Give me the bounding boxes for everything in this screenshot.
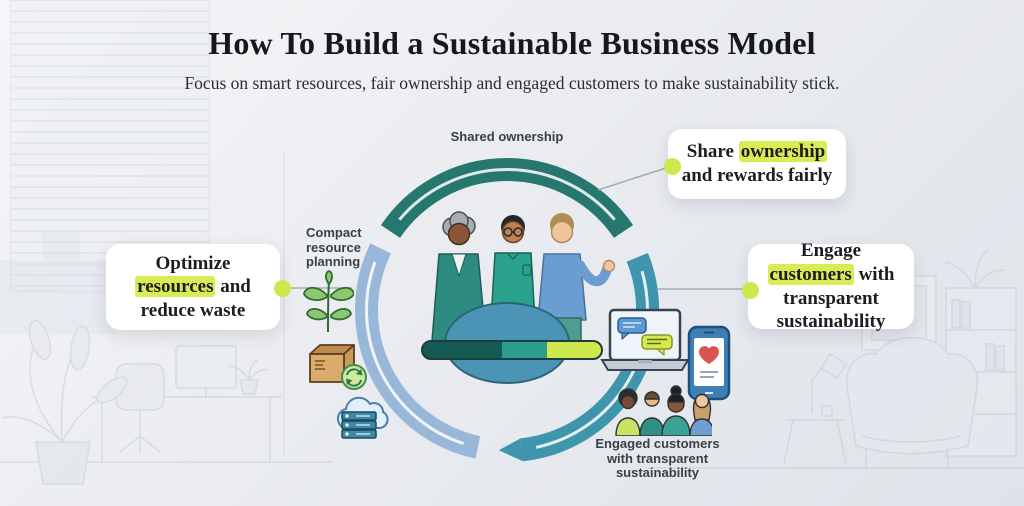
plant-icon [303,270,354,333]
highlighted-word: customers [767,263,854,285]
phone-like-icon [687,325,731,401]
connector-dot [274,280,291,297]
customers-group-icon [615,385,712,436]
progress-bar [421,340,603,360]
share-ownership-callout: Share ownership and rewards fairly [668,129,846,199]
page-title: How To Build a Sustainable Business Mode… [208,25,816,61]
callout-text: Engage customers with transparent sustai… [767,240,895,333]
window-blinds-background [10,0,210,292]
highlighted-word: ownership [738,141,828,163]
connector-line-share [597,165,673,191]
optimize-resources-callout: Optimize resources and reduce waste [106,244,280,330]
shared-ownership-label: Shared ownership [450,129,564,144]
package-recycle-icon [309,344,367,390]
laptop-chat-icon [600,308,690,371]
page-subtitle: Focus on smart resources, fair ownership… [184,73,840,93]
cloud-server-icon [336,396,389,439]
connector-dot [664,158,681,175]
compact-resource-label: Compact resource planning [306,225,362,270]
engaged-customers-label: Engaged customers with transparent susta… [595,436,720,481]
highlighted-word: resources [135,276,216,298]
callout-text: Optimize resources and reduce waste [135,252,251,321]
connector-dot [742,282,759,299]
engage-customers-callout: Engage customers with transparent sustai… [748,240,914,332]
ring-arrowhead [498,438,523,462]
cycle-ring-diagram [355,158,660,462]
callout-text: Share ownership and rewards fairly [681,141,833,186]
ring-arcs [355,158,660,462]
